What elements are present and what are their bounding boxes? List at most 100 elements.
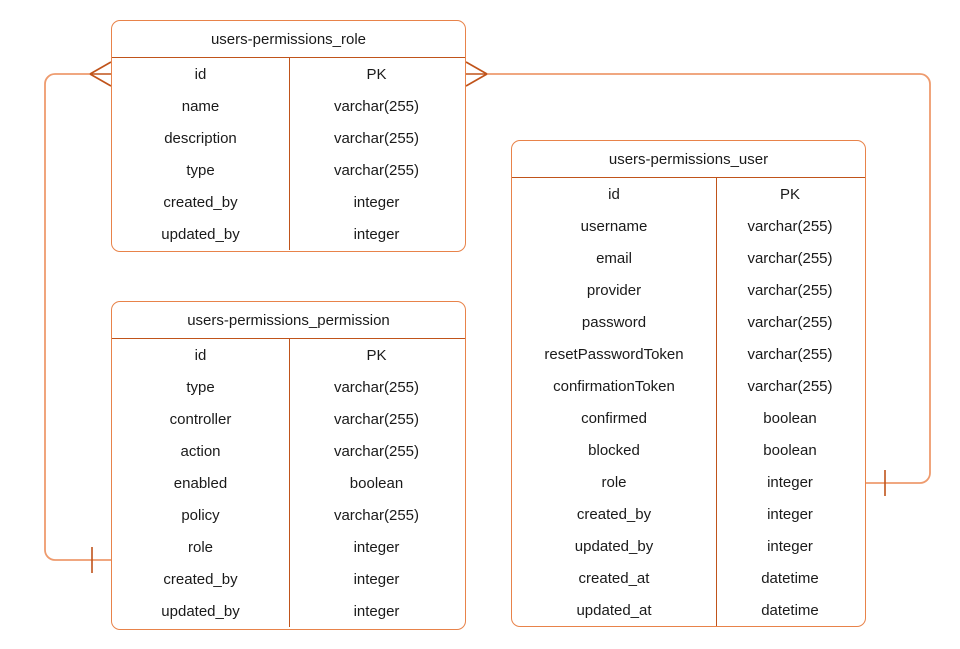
field-name: id <box>194 65 207 83</box>
field-row[interactable]: id PK <box>512 178 865 210</box>
field-name: id <box>194 346 207 364</box>
field-type: integer <box>767 473 813 491</box>
field-row[interactable]: action varchar(255) <box>112 435 465 467</box>
field-name: confirmationToken <box>553 377 675 395</box>
entity-fields-user: id PK username varchar(255) email varchar(255… <box>512 178 865 626</box>
field-type: varchar(255) <box>747 377 833 395</box>
field-name: description <box>164 129 237 147</box>
field-type: integer <box>353 193 400 211</box>
field-row[interactable]: policy varchar(255) <box>112 499 465 531</box>
field-name: name <box>181 97 220 115</box>
entity-title-permission: users-permissions_permission <box>112 302 465 339</box>
entity-title-user: users-permissions_user <box>512 141 865 178</box>
field-type: varchar(255) <box>333 506 420 524</box>
field-row[interactable]: enabled boolean <box>112 467 465 499</box>
field-row[interactable]: role integer <box>512 466 865 498</box>
field-type: varchar(255) <box>747 281 833 299</box>
field-name: role <box>601 473 627 491</box>
field-row[interactable]: type varchar(255) <box>112 371 465 403</box>
field-type: boolean <box>763 441 817 459</box>
field-type: PK <box>366 346 387 364</box>
field-name: confirmed <box>581 409 647 427</box>
field-type: varchar(255) <box>333 410 420 428</box>
field-row[interactable]: confirmed boolean <box>512 402 865 434</box>
field-name: updated_by <box>574 537 654 555</box>
field-type: boolean <box>763 409 817 427</box>
field-type: integer <box>767 537 813 555</box>
field-row[interactable]: updated_by integer <box>112 218 465 250</box>
field-row[interactable]: created_at datetime <box>512 562 865 594</box>
field-row[interactable]: confirmationToken varchar(255) <box>512 370 865 402</box>
field-row[interactable]: updated_by integer <box>112 595 465 627</box>
field-row[interactable]: blocked boolean <box>512 434 865 466</box>
field-type: varchar(255) <box>747 217 833 235</box>
field-row[interactable]: name varchar(255) <box>112 90 465 122</box>
field-type: datetime <box>761 569 819 587</box>
field-type: varchar(255) <box>333 378 420 396</box>
field-type: varchar(255) <box>747 313 833 331</box>
field-row[interactable]: controller varchar(255) <box>112 403 465 435</box>
field-name: id <box>608 185 620 203</box>
field-name: blocked <box>588 441 640 459</box>
field-name: type <box>186 161 215 179</box>
field-row[interactable]: email varchar(255) <box>512 242 865 274</box>
field-name: policy <box>181 506 220 524</box>
field-row[interactable]: provider varchar(255) <box>512 274 865 306</box>
field-type: integer <box>767 505 813 523</box>
field-name: controller <box>169 410 232 428</box>
relationship-role-to-permission <box>44 61 112 573</box>
field-type: varchar(255) <box>333 97 420 115</box>
crowsfoot-many-role-right <box>465 61 488 87</box>
field-name: enabled <box>173 474 228 492</box>
column-divider <box>289 339 290 627</box>
field-row[interactable]: id PK <box>112 58 465 90</box>
column-divider <box>716 178 717 626</box>
field-type: varchar(255) <box>747 249 833 267</box>
entity-fields-permission: id PK type varchar(255) controller varchar(25… <box>112 339 465 627</box>
field-name: password <box>581 313 647 331</box>
field-name: email <box>596 249 632 267</box>
field-type: PK <box>366 65 387 83</box>
field-name: updated_by <box>161 225 240 243</box>
field-type: integer <box>353 570 400 588</box>
field-name: username <box>580 217 648 235</box>
field-type: integer <box>353 602 400 620</box>
field-name: created_by <box>163 193 238 211</box>
field-row[interactable]: created_by integer <box>512 498 865 530</box>
crowsfoot-many-role-left <box>89 61 112 87</box>
field-name: provider <box>586 281 642 299</box>
field-type: boolean <box>349 474 404 492</box>
field-row[interactable]: updated_by integer <box>512 530 865 562</box>
field-type: integer <box>353 225 400 243</box>
field-row[interactable]: username varchar(255) <box>512 210 865 242</box>
field-name: action <box>180 442 221 460</box>
field-row[interactable]: created_by integer <box>112 563 465 595</box>
field-name: resetPasswordToken <box>544 345 684 363</box>
field-row[interactable]: resetPasswordToken varchar(255) <box>512 338 865 370</box>
entity-title-role: users-permissions_role <box>112 21 465 58</box>
field-row[interactable]: created_by integer <box>112 186 465 218</box>
field-row[interactable]: id PK <box>112 339 465 371</box>
field-row[interactable]: role integer <box>112 531 465 563</box>
field-name: created_at <box>578 569 650 587</box>
field-type: datetime <box>761 601 819 619</box>
field-name: type <box>186 378 215 396</box>
field-row[interactable]: password varchar(255) <box>512 306 865 338</box>
field-name: role <box>187 538 213 556</box>
column-divider <box>289 58 290 250</box>
field-type: integer <box>353 538 400 556</box>
field-name: updated_by <box>161 602 240 620</box>
field-name: created_by <box>576 505 652 523</box>
field-type: varchar(255) <box>333 442 420 460</box>
field-type: PK <box>779 185 800 203</box>
field-type: varchar(255) <box>747 345 833 363</box>
field-name: created_by <box>163 570 238 588</box>
